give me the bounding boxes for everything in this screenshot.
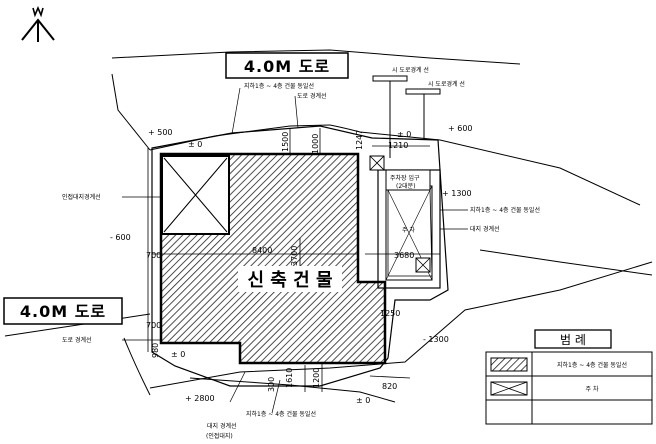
road-boundary-left: 도로 경계선 — [62, 336, 92, 344]
dim-3680: 3680 — [394, 251, 414, 260]
dim-820: 820 — [382, 382, 397, 391]
legend-row1: 지하1층 ~ 4층 건물 동일선 — [557, 361, 627, 369]
svg-text:신 축 건 물: 신 축 건 물 — [247, 270, 332, 291]
city-line-top: 지하1층 ~ 4층 건물 동일선 — [244, 82, 314, 90]
line-b1-4-right: 지하1층 ~ 4층 건물 동일선 — [470, 206, 540, 214]
svg-text:4.0M 도로: 4.0M 도로 — [244, 57, 330, 76]
dim-2800: + 2800 — [185, 394, 215, 403]
dim-1247: 1247 — [355, 130, 364, 150]
parking-area — [369, 155, 441, 289]
leader-lines — [122, 87, 468, 414]
svg-text:4.0M 도로: 4.0M 도로 — [20, 302, 106, 321]
dim-600-left: - 600 — [110, 233, 131, 242]
legend: 범 례 지하1층 ~ 4층 건물 동일선 주 차 — [485, 329, 653, 425]
legend-row2: 주 차 — [586, 385, 599, 393]
dim-700-a: 700 — [146, 251, 161, 260]
dim-1300-b: - 1300 — [423, 335, 449, 344]
dim-500: + 500 — [148, 128, 173, 137]
dim-pm0-b: ± 0 — [397, 130, 411, 139]
dim-700-b: 700 — [146, 321, 161, 330]
dimension-lines — [147, 128, 440, 392]
dim-1200: 1200 — [312, 368, 321, 388]
road-top-label: 4.0M 도로 — [225, 52, 349, 79]
dim-8400: 8400 — [252, 246, 272, 255]
dim-600-right: + 600 — [448, 124, 473, 133]
line-b1-4-bottom: 지하1층 ~ 4층 건물 동일선 — [246, 410, 316, 418]
legend-hatch-swatch — [490, 357, 528, 372]
dim-1500: 1500 — [281, 132, 290, 152]
legend-title: 범 례 — [560, 333, 586, 347]
north-arrow-icon — [21, 5, 55, 42]
dim-pm0-d: ± 0 — [356, 396, 370, 405]
dim-1000: 1000 — [311, 134, 320, 154]
dim-pm0-c: ± 0 — [171, 350, 185, 359]
road-left-label: 4.0M 도로 — [3, 297, 123, 325]
building-name: 신 축 건 물 — [238, 266, 342, 292]
site-boundary — [151, 125, 449, 387]
adjacent-boundary-left: 인접대지경계선 — [62, 193, 101, 201]
site-boundary-bottom-sub: (인접대지) — [206, 432, 233, 440]
dim-3700: 3700 — [290, 246, 299, 266]
dim-1610: 1610 — [285, 368, 294, 388]
dim-1250: 1250 — [380, 309, 400, 318]
parking-sign-sub: (2대분) — [396, 182, 416, 190]
dim-980: 980 — [151, 343, 160, 358]
north-letter: N — [0, 0, 1, 1]
stair-core-cross — [163, 157, 228, 233]
city-road-a: 시 도로경계 선 — [392, 66, 429, 74]
terrain-lines — [4, 49, 653, 403]
site-boundary-right: 대지 경계선 — [470, 225, 500, 233]
parking-label: 주 차 — [402, 226, 415, 234]
parking-sign: 주차장 입구 — [390, 174, 420, 182]
city-road-markers — [372, 75, 441, 158]
dim-pm0-a: ± 0 — [188, 140, 202, 149]
dim-1210: 1210 — [388, 141, 408, 150]
city-road-b: 시 도로경계 선 — [428, 80, 465, 88]
dim-300: 300 — [267, 377, 276, 392]
site-boundary-bottom: 대지 경계선 — [207, 422, 237, 430]
dim-1300-a: + 1300 — [442, 189, 472, 198]
road-boundary-top: 도로 경계선 — [297, 92, 327, 100]
